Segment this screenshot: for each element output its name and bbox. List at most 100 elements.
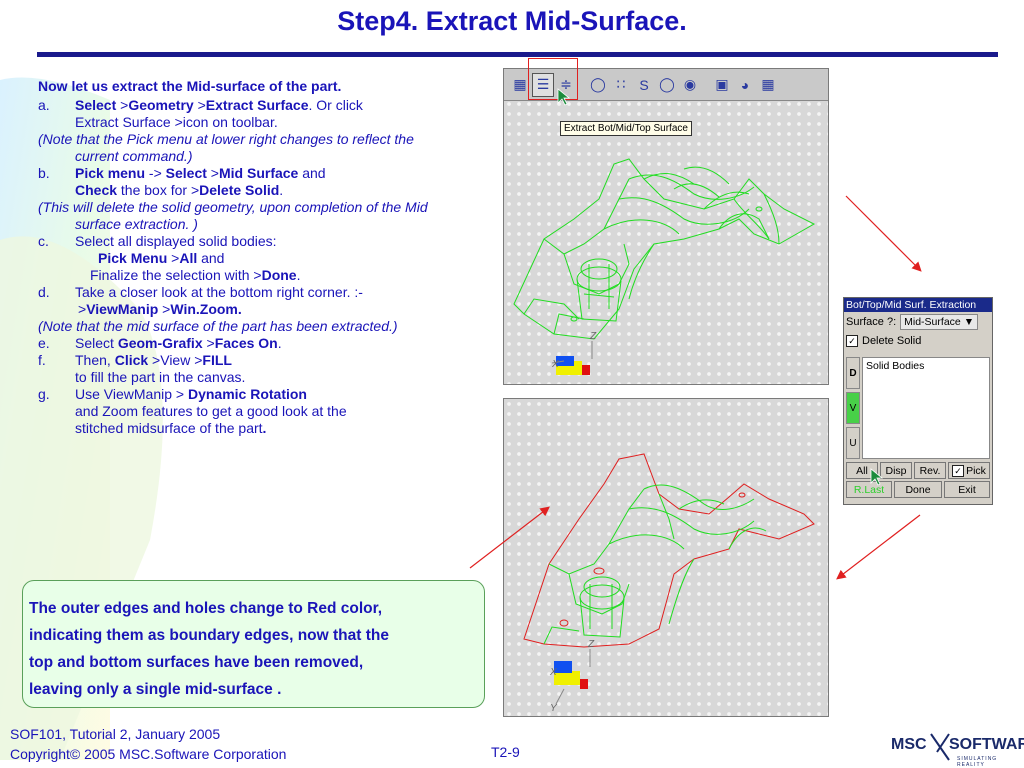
step-label: d. (38, 284, 50, 300)
delete-solid-checkbox[interactable]: ✓ (846, 334, 858, 347)
note-delete-solid: (This will delete the solid geometry, up… (38, 199, 458, 233)
panel-buttons: All Disp Rev. ✓ Pick R.Last Done Exit (846, 462, 990, 498)
viewport-mid-surface[interactable]: Z X Y (503, 398, 829, 717)
separator: > (202, 335, 215, 351)
surface-dropdown[interactable]: Mid-Surface ▼ (900, 313, 979, 330)
paren: ( (38, 131, 43, 147)
toolbar-tooltip: Extract Bot/Mid/Top Surface (560, 121, 692, 136)
step-text: Select all displayed solid bodies: (75, 233, 277, 249)
period: . (277, 335, 282, 351)
separator: > (78, 301, 87, 317)
faces-on-command: Faces On (214, 335, 278, 351)
all-button[interactable]: All (846, 462, 878, 479)
side-tabs: D V U (846, 357, 860, 459)
surface-icon[interactable]: ◯ (590, 76, 606, 92)
callout-line: The outer edges and holes change to Red … (29, 600, 383, 617)
instruction-steps: Now let us extract the Mid-surface of th… (38, 78, 458, 437)
step-text: . Or click (308, 97, 363, 113)
callout-line: top and bottom surfaces have been remove… (29, 654, 364, 671)
surface-row: Surface ?: Mid-Surface ▼ (844, 312, 992, 331)
logo-part2: SOFTWARE (949, 736, 1024, 753)
callout-line: indicating them as boundary edges, now t… (29, 627, 389, 644)
step-label: g. (38, 386, 50, 402)
arrow-to-mid-surface (836, 514, 921, 580)
separator: > (193, 97, 206, 113)
step-b: b. Pick menu -> Select >Mid Surface and … (38, 165, 458, 199)
step-text: Then, (75, 352, 115, 368)
cursor-icon (870, 468, 883, 486)
separator: -> (145, 165, 166, 181)
surface-dropdown-value: Mid-Surface (904, 315, 961, 328)
rev-button[interactable]: Rev. (914, 462, 946, 479)
logo-tagline: SIMULATING REALITY (957, 756, 998, 768)
extract-surface-icon[interactable]: ▦ (513, 76, 527, 92)
surface-label: Surface ?: (846, 315, 897, 328)
exit-button[interactable]: Exit (944, 481, 990, 498)
all-command: All (179, 250, 198, 266)
pick-toggle[interactable]: ✓ Pick (948, 462, 990, 479)
view-icon[interactable]: ◕ (740, 76, 750, 93)
viewport-solid-model[interactable]: ▦ ☰ ≑ ◯ ∷ S ◯ ◉ ▣ ◕ ▦ (503, 68, 829, 385)
grid-icon[interactable]: ∷ (616, 76, 626, 92)
paren: ) (187, 148, 193, 164)
step-text: and (197, 250, 225, 266)
cylinder-icon[interactable]: ◉ (683, 76, 697, 92)
step-text: Extract Surface >icon on toolbar. (75, 114, 278, 130)
y-axis-label: Y (550, 703, 558, 714)
r-last-button[interactable]: R.Last (846, 481, 892, 498)
axis-triad-bottom: Z X Y (549, 639, 595, 714)
step-text: Use ViewManip > (75, 386, 188, 402)
pick-label: Pick (966, 464, 986, 477)
step-c: c. Select all displayed solid bodies: (38, 233, 458, 250)
tab-u[interactable]: U (846, 427, 860, 459)
curve-icon[interactable]: S (639, 76, 649, 93)
select-command: Select (165, 165, 207, 181)
step-text: stitched midsurface of the part (75, 420, 263, 436)
mid-surface-icon[interactable]: ☰ (532, 72, 554, 97)
panel-body: D V U Solid Bodies (846, 357, 990, 459)
logo-swoosh-icon (930, 733, 950, 761)
pick-menu-command: Pick Menu (98, 250, 168, 266)
step-label: f. (38, 352, 46, 368)
footer: SOF101, Tutorial 2, January 2005 Copyrig… (10, 724, 286, 764)
panel-title: Bot/Top/Mid Surf. Extraction (844, 298, 992, 312)
delete-solid-row[interactable]: ✓ Delete Solid (844, 331, 992, 350)
delete-solid-label: Delete Solid (862, 334, 922, 347)
mid-surface-drawing: Z X Y (523, 453, 815, 714)
shade-icon[interactable]: ▣ (715, 76, 729, 92)
step-text: Take a closer look at the bottom right c… (75, 284, 363, 300)
z-axis-label: Z (589, 331, 597, 342)
winzoom-command: Win.Zoom. (170, 301, 242, 317)
extract-surface-command: Extract Surface (205, 97, 309, 113)
callout-boundary-note: The outer edges and holes change to Red … (22, 580, 485, 708)
layer-icon[interactable]: ≑ (560, 76, 572, 92)
done-command: Done (261, 267, 297, 283)
toolbar-highlight-box (528, 58, 578, 100)
period: . (296, 267, 301, 283)
tab-d[interactable]: D (846, 357, 860, 389)
dynamic-rotation-command: Dynamic Rotation (187, 386, 307, 402)
step-text: Finalize the selection with > (90, 267, 262, 283)
solid-icon[interactable]: ◯ (659, 76, 675, 92)
pick-checkbox[interactable]: ✓ (952, 464, 965, 477)
separator: > (167, 250, 180, 266)
solid-bodies-list[interactable]: Solid Bodies (862, 357, 990, 459)
callout-line: leaving only a single mid-surface . (29, 681, 282, 698)
arrow-to-panel (845, 195, 922, 272)
x-axis-label: X (549, 667, 557, 678)
box-icon[interactable]: ▦ (761, 76, 775, 92)
geom-grafix-command: Geom-Grafix (117, 335, 203, 351)
step-text: Select (75, 335, 118, 351)
separator: > (206, 165, 219, 181)
done-button[interactable]: Done (894, 481, 942, 498)
step-text: to fill the part in the canvas. (75, 369, 246, 385)
note-text: Note that the Pick menu at lower right c… (42, 131, 414, 164)
note-text: (This will delete the solid geometry, up… (38, 199, 428, 232)
disp-button[interactable]: Disp (880, 462, 912, 479)
solid-mesh-drawing: Z X (513, 158, 816, 375)
step-e: e. Select Geom-Grafix >Faces On. (38, 335, 458, 352)
tab-v[interactable]: V (846, 392, 860, 424)
title-divider (37, 52, 998, 57)
step-f: f. Then, Click >View >FILL to fill the p… (38, 352, 458, 386)
axis-triad: Z X (551, 331, 597, 375)
